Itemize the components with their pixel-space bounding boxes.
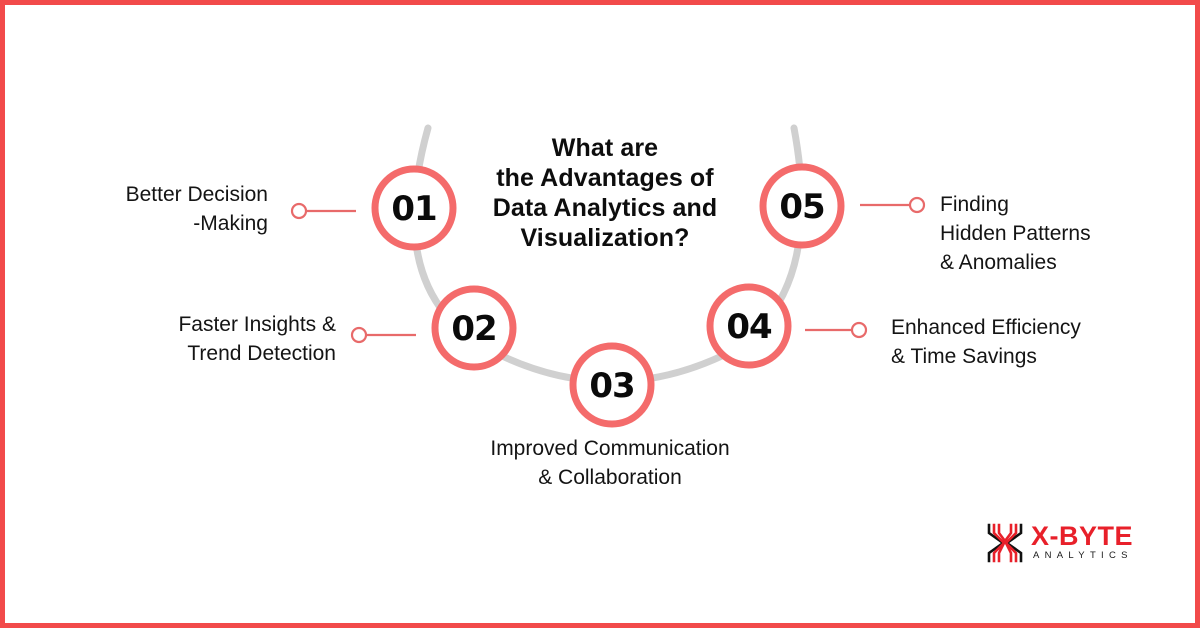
step-number-04: 04 xyxy=(726,307,772,347)
label-line: Faster Insights & xyxy=(178,313,336,336)
step-number-01: 01 xyxy=(391,189,437,229)
logo-name: X-BYTE xyxy=(1031,521,1134,551)
logo-tagline: ANALYTICS xyxy=(1033,550,1133,561)
label-04: Enhanced Efficiency & Time Savings xyxy=(891,313,1081,371)
step-number-03: 03 xyxy=(589,366,635,406)
label-line: Enhanced Efficiency xyxy=(891,316,1081,339)
x-byte-logo: X-BYTE ANALYTICS xyxy=(985,520,1145,566)
label-02: Faster Insights & Trend Detection xyxy=(178,310,336,368)
label-line: Trend Detection xyxy=(187,342,336,365)
connector-04 xyxy=(805,321,868,339)
title-line: the Advantages of xyxy=(496,164,714,192)
title-line: Visualization? xyxy=(520,224,690,252)
ring-04 xyxy=(706,283,792,369)
label-line: Hidden Patterns xyxy=(940,222,1091,245)
label-line: Better Decision xyxy=(125,183,268,206)
ring-05 xyxy=(759,163,845,249)
label-line: -Making xyxy=(193,212,268,235)
label-01: Better Decision -Making xyxy=(126,180,268,238)
label-05: Finding Hidden Patterns & Anomalies xyxy=(940,190,1091,277)
label-03: Improved Communication & Collaboration xyxy=(440,434,780,492)
x-byte-logo-icon xyxy=(987,523,1023,563)
title-line: Data Analytics and xyxy=(492,194,718,222)
ring-01 xyxy=(371,165,457,251)
connector-05 xyxy=(860,196,926,214)
label-line: & Time Savings xyxy=(891,345,1037,368)
ring-03 xyxy=(569,342,655,428)
title-line: What are xyxy=(551,134,659,162)
label-line: & Collaboration xyxy=(538,466,682,489)
connector-02 xyxy=(350,326,416,344)
diagram-title: What are the Advantages of Data Analytic… xyxy=(440,133,770,253)
label-line: Finding xyxy=(940,193,1009,216)
label-line: & Anomalies xyxy=(940,251,1057,274)
ring-02 xyxy=(431,285,517,371)
label-line: Improved Communication xyxy=(490,437,730,460)
step-number-05: 05 xyxy=(779,187,825,227)
step-number-02: 02 xyxy=(451,309,497,349)
connector-01 xyxy=(290,202,356,220)
